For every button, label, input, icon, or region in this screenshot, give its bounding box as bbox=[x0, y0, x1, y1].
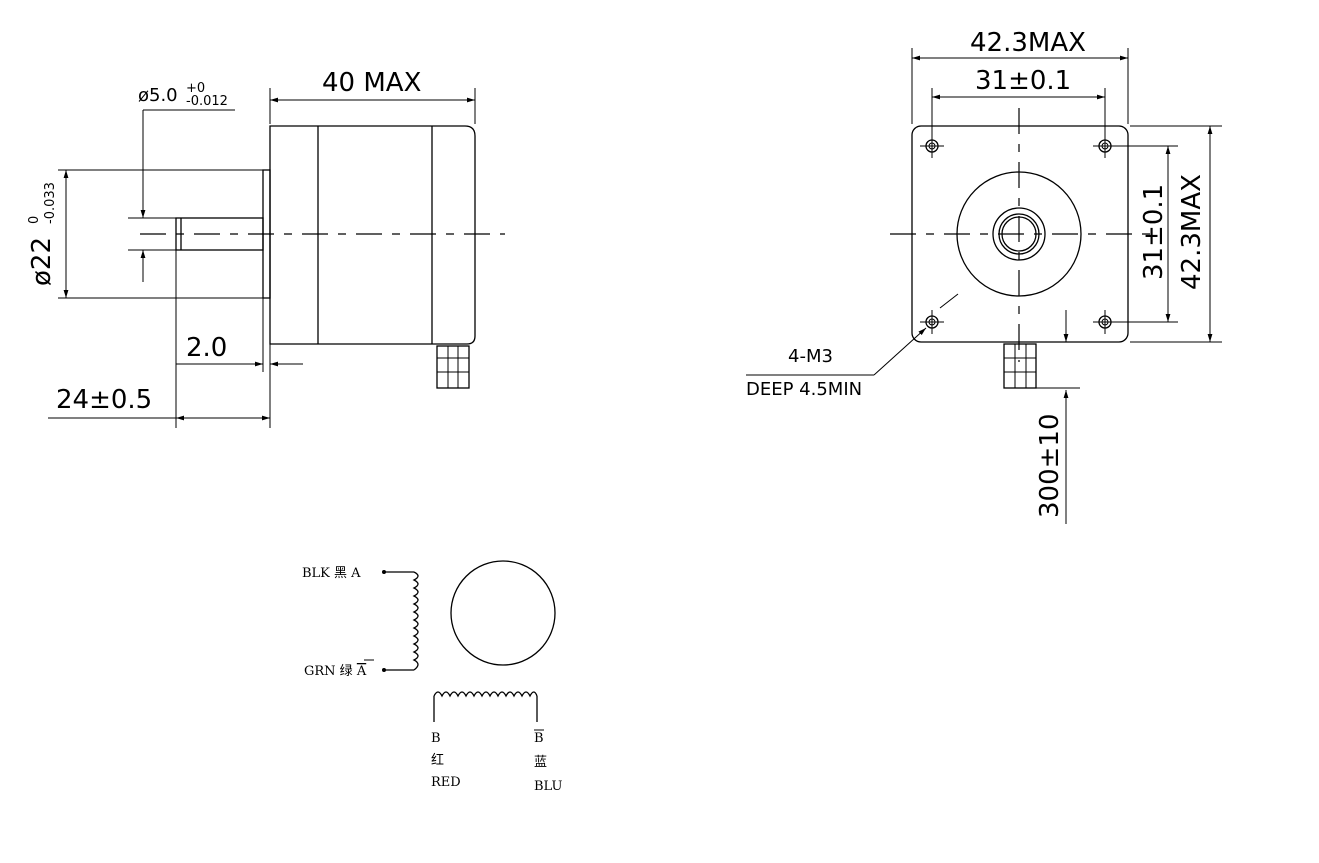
front-connector bbox=[1003, 343, 1037, 389]
coil-a bbox=[412, 571, 419, 671]
shaft-tol-lower: -0.012 bbox=[186, 94, 228, 109]
hole-spacing-v-label: 31±0.1 bbox=[1139, 184, 1169, 280]
holes-depth-label: DEEP 4.5MIN bbox=[746, 379, 862, 400]
wire-b-bar-label: B bbox=[534, 731, 544, 746]
wire-b-label: B bbox=[431, 731, 441, 746]
lead-length-label: 300±10 bbox=[1035, 414, 1065, 519]
a-bar: A bbox=[356, 664, 367, 679]
wire-b-bar-cn: 蓝 bbox=[534, 755, 547, 770]
front-width-label: 42.3MAX bbox=[970, 28, 1086, 58]
shaft-length-label: 24±0.5 bbox=[56, 385, 152, 415]
wire-b-bar-en: BLU bbox=[534, 779, 562, 794]
body-length-label: 40 MAX bbox=[322, 68, 421, 98]
hole-spacing-h-label: 31±0.1 bbox=[975, 66, 1071, 96]
wire-a-label: BLK 黑 A bbox=[302, 566, 361, 581]
wire-b-cn: 红 bbox=[431, 752, 444, 768]
boss-tol-upper: 0 bbox=[27, 216, 42, 224]
connector bbox=[436, 345, 470, 389]
rotor-circle bbox=[450, 560, 556, 666]
front-height-label: 42.3MAX bbox=[1177, 174, 1207, 290]
wiring-diagram: BLK 黑 A GRN 绿 A B 红 RED B 蓝 BLU bbox=[302, 560, 562, 794]
boss-tol-lower: -0.033 bbox=[43, 182, 58, 224]
side-view: 40 MAX ø5.0 +0 -0.012 ø22 0 -0.033 2.0 2… bbox=[27, 68, 505, 428]
front-view: 42.3MAX 31±0.1 31±0.1 42.3MAX 4-M3 DEEP … bbox=[746, 28, 1222, 524]
shaft-diameter-label: ø5.0 bbox=[138, 85, 178, 106]
wire-a-bar-label: GRN 绿 A bbox=[304, 664, 367, 679]
boss-height-label: 2.0 bbox=[186, 333, 227, 363]
motor-body bbox=[269, 125, 476, 345]
wire-b-en: RED bbox=[431, 775, 461, 790]
shaft-tol-upper: +0 bbox=[186, 81, 205, 96]
holes-spec-label: 4-M3 bbox=[788, 346, 833, 367]
coil-b bbox=[433, 691, 538, 698]
boss-diameter-label: ø22 bbox=[27, 237, 57, 286]
